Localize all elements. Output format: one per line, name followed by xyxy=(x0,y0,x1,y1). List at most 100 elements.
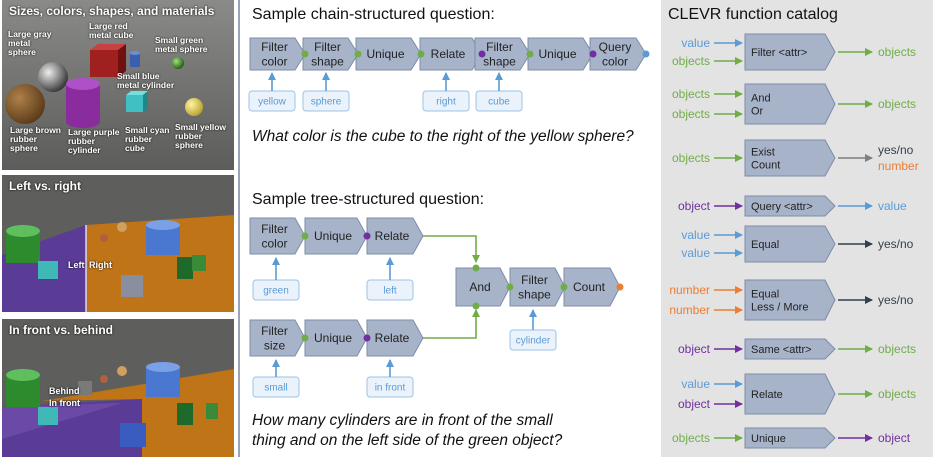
connector-dot xyxy=(363,232,371,240)
catalog-function-box xyxy=(744,373,836,415)
catalog-output-type: objects xyxy=(878,342,916,356)
program-node xyxy=(366,319,424,357)
catalog-title: CLEVR function catalog xyxy=(668,6,838,23)
connector-dot xyxy=(301,50,309,58)
scene-render-front-behind xyxy=(2,319,234,457)
catalog-input-type: value xyxy=(681,377,710,391)
connector-dot xyxy=(526,50,534,58)
panel-separator xyxy=(238,0,240,457)
scene-label: Small blue metal cylinder xyxy=(117,71,175,90)
input-token-label: cube xyxy=(488,97,510,108)
input-token-label: yellow xyxy=(258,97,287,108)
scene-label: Left xyxy=(68,260,85,270)
catalog-input-type: objects xyxy=(672,87,710,101)
tree-link-bottom xyxy=(423,309,480,339)
chain-question: What color is the cube to the right of t… xyxy=(252,128,634,145)
program-node xyxy=(249,217,306,255)
program-node xyxy=(366,217,424,255)
program-node xyxy=(527,37,594,71)
catalog-input-type: object xyxy=(678,397,711,411)
catalog-output-type: objects xyxy=(878,387,916,401)
program-node xyxy=(589,37,647,71)
catalog-function-box xyxy=(744,279,836,321)
program-node-label: Relate xyxy=(375,229,410,243)
connector-dot xyxy=(417,50,425,58)
catalog-input-type: objects xyxy=(672,107,710,121)
connector-dot xyxy=(560,283,568,291)
scene-label: Large gray metal sphere xyxy=(8,29,52,57)
scene-label: Large red metal cube xyxy=(89,21,134,40)
yellow-rubber-sphere xyxy=(185,98,203,116)
blue-metal-cylinder xyxy=(130,53,140,67)
tree-link-top xyxy=(423,235,480,263)
input-token-label: green xyxy=(263,286,289,297)
green-metal-cylinder xyxy=(177,257,193,279)
catalog-function-box xyxy=(744,427,836,449)
catalog-function-box xyxy=(744,33,836,71)
program-node-label: Relate xyxy=(431,47,466,61)
program-node xyxy=(474,37,531,71)
gray-metal-sphere xyxy=(38,62,68,92)
input-token-label: cylinder xyxy=(516,336,551,347)
purple-rubber-cylinder xyxy=(66,84,100,122)
program-node-label: Unique xyxy=(538,47,576,61)
cyan-rubber-cube xyxy=(126,95,143,112)
input-token-label: sphere xyxy=(311,97,342,108)
scene-render-left-right xyxy=(2,175,234,312)
scene-panel-left-right: Left vs. right Left Right xyxy=(2,175,234,312)
catalog-function-box xyxy=(744,139,836,177)
program-node xyxy=(249,37,306,71)
scene-label: Large brown rubber sphere xyxy=(10,125,62,153)
catalog-function-box xyxy=(744,195,836,217)
program-node-label: And xyxy=(469,280,490,294)
catalog-output-type: yes/no xyxy=(878,237,914,251)
scene-label: Small yellow rubber sphere xyxy=(175,122,227,150)
connector-dot xyxy=(472,264,480,272)
catalog-output-type: number xyxy=(878,159,919,173)
catalog-output-type: objects xyxy=(878,97,916,111)
catalog-function-label: Filter <attr> xyxy=(751,47,807,59)
catalog-input-type: object xyxy=(678,342,711,356)
program-node-label: Unique xyxy=(314,331,352,345)
connector-dot xyxy=(506,283,514,291)
catalog-input-type: number xyxy=(669,283,710,297)
program-node xyxy=(563,267,621,307)
scene-label: Right xyxy=(89,260,112,270)
green-metal-sphere xyxy=(172,57,184,69)
connector-dot xyxy=(354,50,362,58)
catalog-input-type: value xyxy=(681,246,710,260)
catalog-input-type: value xyxy=(681,228,710,242)
catalog-input-type: objects xyxy=(672,151,710,165)
program-node xyxy=(249,319,306,357)
catalog-input-type: objects xyxy=(672,54,710,68)
connector-dot xyxy=(472,302,480,310)
catalog-input-type: object xyxy=(678,199,711,213)
cyan-cube xyxy=(38,407,58,425)
program-node-label: Unique xyxy=(314,229,352,243)
catalog-output-type: yes/no xyxy=(878,293,914,307)
program-node-label: Relate xyxy=(375,331,410,345)
program-node-label: Unique xyxy=(366,47,404,61)
catalog-function-label: Query <attr> xyxy=(751,201,813,213)
scene-panel-attributes: Sizes, colors, shapes, and materials Lar… xyxy=(2,0,234,170)
chain-heading: Sample chain-structured question: xyxy=(252,6,495,23)
catalog-input-type: number xyxy=(669,303,710,317)
metal-cube xyxy=(121,275,143,297)
program-node-label: Count xyxy=(573,280,606,294)
blue-metal-cube xyxy=(120,423,146,447)
connector-dot xyxy=(301,334,309,342)
catalog-function-box xyxy=(744,225,836,263)
program-node xyxy=(304,319,368,357)
connector-dot xyxy=(478,50,486,58)
scene-title: In front vs. behind xyxy=(9,323,113,337)
catalog-function-box xyxy=(744,338,836,360)
